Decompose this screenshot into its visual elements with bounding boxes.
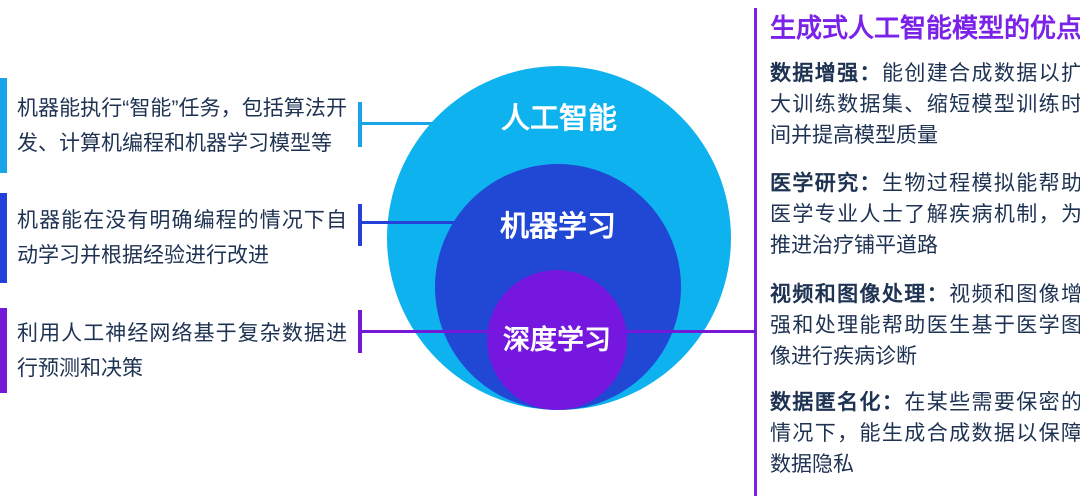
benefit-item-data-anonymization: 数据匿名化：在某些需要保密的情况下，能生成合成数据以保障数据隐私 [770, 387, 1080, 480]
benefit-body: 能创建合成数据以扩大训练数据集、缩短模型训练时间并提高模型质量 [770, 62, 1080, 147]
circle-label-ai: 人工智能 [500, 103, 617, 135]
benefit-item-video-image-processing: 视频和图像处理：视频和图像增强和处理能帮助医生基于医学图像进行疾病诊断 [770, 279, 1080, 372]
accent-bar-ai [0, 78, 7, 173]
benefits-title: 生成式人工智能模型的优点 [770, 13, 1080, 43]
left-note-dl-text: 利用人工神经网络基于复杂数据进行预测和决策 [17, 321, 347, 380]
benefits-panel-divider [754, 8, 757, 496]
benefit-body: 生物过程模拟能帮助医学专业人士了解疾病机制，为推进治疗铺平道路 [770, 172, 1080, 257]
benefit-lead: 视频和图像处理： [770, 283, 950, 306]
benefit-body: 在某些需要保密的情况下，能生成合成数据以保障数据隐私 [770, 391, 1080, 476]
left-note-ai-text: 机器能执行“智能”任务，包括算法开发、计算机编程和机器学习模型等 [17, 96, 347, 155]
accent-bar-dl [0, 308, 7, 393]
circle-label-ml: 机器学习 [499, 211, 616, 243]
benefit-item-data-augmentation: 数据增强：能创建合成数据以扩大训练数据集、缩短模型训练时间并提高模型质量 [770, 58, 1080, 151]
benefit-lead: 数据增强： [770, 62, 882, 85]
connector-tick-ai [358, 102, 362, 147]
connector-tick-dl [358, 310, 362, 353]
circle-dl [487, 270, 627, 410]
accent-bar-ml [0, 193, 7, 283]
left-note-dl: 利用人工神经网络基于复杂数据进行预测和决策 [0, 308, 352, 393]
left-note-ml: 机器能在没有明确编程的情况下自动学习并根据经验进行改进 [0, 193, 352, 283]
circle-label-dl: 深度学习 [503, 325, 611, 355]
benefit-body: 视频和图像增强和处理能帮助医生基于医学图像进行疾病诊断 [770, 283, 1080, 368]
connector-line-ai [362, 122, 458, 125]
connector-line-ml [362, 221, 470, 224]
connector-tick-ml [358, 204, 362, 246]
benefit-item-medical-research: 医学研究：生物过程模拟能帮助医学专业人士了解疾病机制，为推进治疗铺平道路 [770, 168, 1080, 261]
benefit-lead: 数据匿名化： [770, 391, 905, 414]
benefit-lead: 医学研究： [770, 172, 882, 195]
left-note-ai: 机器能执行“智能”任务，包括算法开发、计算机编程和机器学习模型等 [0, 78, 352, 173]
left-note-ml-text: 机器能在没有明确编程的情况下自动学习并根据经验进行改进 [17, 209, 347, 267]
